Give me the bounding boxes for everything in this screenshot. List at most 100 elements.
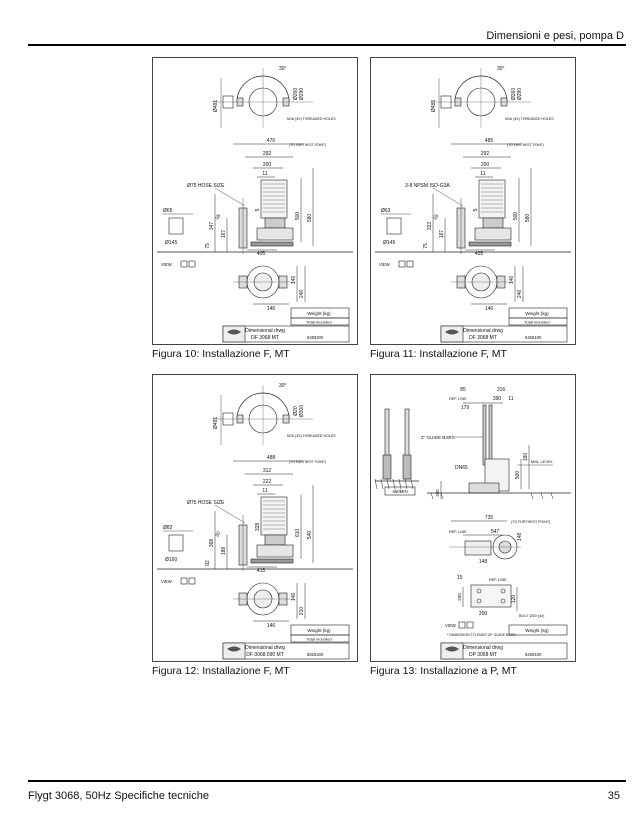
dimension-label: 328 — [255, 523, 261, 532]
diameter-label: Ø290 — [517, 88, 523, 100]
dimension-label: 390 — [493, 396, 502, 402]
min-level-label: MIN. LEVEL — [531, 459, 554, 464]
dimension-label: 148 — [479, 559, 488, 565]
dimension-label: 200 — [263, 162, 272, 168]
dimension-label: 476 — [267, 138, 276, 144]
dimension-label: 222 — [263, 479, 272, 485]
dimension-label: 180 — [523, 453, 529, 462]
dimension-label: 312 — [263, 468, 272, 474]
diameter-label: Ø20 — [293, 406, 299, 416]
dimension-label: 5 — [255, 208, 261, 211]
dimension-label: 15 — [457, 575, 463, 581]
flygt-logo-icon — [445, 329, 459, 335]
dimension-label: 75 — [423, 243, 429, 249]
guide-bars-label: 2" GUIDE BARS — [421, 435, 455, 440]
drawing-code-label: 6459100 — [525, 652, 542, 657]
hose-size-label: Ø75 HOSE SIZE — [187, 500, 225, 506]
total-mounted-label: Total mounted — [524, 320, 549, 325]
angle-label: 30° — [279, 66, 287, 72]
dimension-label: 210 — [299, 607, 305, 616]
diameter-label: Ø481 — [213, 100, 219, 112]
angle-label: 30° — [497, 66, 505, 72]
drawing-model-label: DF 3068.090 MT — [246, 652, 284, 658]
dimension-label: 11 — [262, 488, 267, 494]
dimension-label: 200 — [479, 611, 488, 617]
dimension-label: 368 — [209, 539, 215, 548]
dimension-label: 322 — [427, 222, 433, 231]
dimension-label: 246 — [299, 290, 305, 299]
drawing-model-label: DP 3068 MT — [469, 652, 497, 658]
dimension-label: 200 — [457, 593, 462, 601]
view-label: VIEW — [379, 262, 390, 267]
dimension-label: 316 — [497, 387, 506, 393]
dimension-label: 167 — [439, 230, 445, 239]
view-label: VIEW — [161, 262, 172, 267]
pipe-label: Ø65 — [163, 208, 173, 214]
dimension-label: 610 — [295, 529, 301, 538]
page-number: 35 — [607, 790, 620, 802]
furthest-note: (TO FURTHEST POINT) — [511, 520, 550, 524]
dimension-label: 735 — [485, 515, 494, 521]
weight-label: Weight (kg) — [525, 628, 549, 633]
dimension-label: 500 — [513, 212, 519, 221]
dimension-label: 5 — [473, 208, 479, 211]
dimension-label: 188 — [221, 547, 227, 556]
dimension-label: 500 — [295, 212, 301, 221]
diameter-label: Ø145 — [165, 240, 177, 246]
view-label: VIEW — [445, 623, 456, 628]
angle-label: 30° — [279, 383, 287, 389]
weight-label: Weight (kg) — [525, 311, 549, 316]
dimension-label: 405 — [475, 251, 484, 257]
weight-label: Weight (kg) — [307, 311, 331, 316]
dimension-label: 30 — [214, 530, 222, 538]
dimension-label: 580 — [525, 214, 531, 223]
hose-size-label: 3-8 NPSM ISO-G3A — [405, 183, 450, 189]
footer-title: Flygt 3068, 50Hz Specifiche tecniche — [28, 790, 209, 802]
dimension-label: 485 — [485, 138, 494, 144]
flygt-logo-icon — [227, 329, 241, 335]
dimension-label: 82 — [205, 560, 211, 566]
dimension-label: 120 — [511, 595, 517, 604]
dimension-label: 415 — [257, 568, 266, 574]
dimension-label: 246 — [517, 290, 523, 299]
drawing-code-label: 6459200 — [307, 335, 324, 340]
page-header-title: Dimensioni e pesi, pompa D — [486, 30, 624, 42]
dimension-label: 148 — [517, 533, 523, 542]
dimension-label: 11 — [508, 396, 513, 402]
dimension-note: * DIMENSION TO ENDS OF GUIDE BARS — [447, 633, 516, 637]
pipe-label: DN65 — [455, 465, 468, 471]
drawing-type-label: Dimensional drwg — [463, 328, 503, 334]
header-rule — [28, 44, 626, 46]
dimension-label: 500 — [515, 471, 521, 480]
furthest-note: (TO FURTHEST POINT) — [289, 460, 326, 464]
dimension-label: 18 — [432, 213, 440, 221]
dimension-label: 146 — [291, 593, 297, 602]
dimension-label: 292 — [263, 151, 272, 157]
figure-13-caption: Figura 13: Installazione a P, MT — [370, 665, 517, 677]
figure-10-caption: Figura 10: Installazione F, MT — [152, 348, 290, 360]
footer-rule — [28, 780, 626, 782]
threads-note: M16 (3X) THREADED HOLES — [287, 117, 336, 121]
dimension-label: 580 — [307, 214, 313, 223]
total-mounted-label: Total mounted — [306, 637, 331, 642]
reference-line-label: REF. LINE — [449, 530, 467, 534]
dimension-label: 146 — [485, 306, 494, 312]
diameter-label: Ø160 — [165, 557, 177, 563]
dimension-label: 540 — [307, 531, 313, 540]
dimension-label: 11 — [262, 171, 267, 177]
dimension-label: 146 — [267, 306, 276, 312]
dimension-label: 11 — [480, 171, 485, 177]
hose-size-label: Ø75 HOSE SIZE — [187, 183, 225, 189]
dimension-label: 488 — [267, 455, 276, 461]
diameter-label: Ø260 — [511, 88, 517, 100]
diameter-label: Ø485 — [431, 100, 437, 112]
reference-line-label: REF. LINE — [489, 578, 507, 582]
dimension-label: 179 — [461, 405, 470, 411]
dimension-label: 75 — [205, 243, 211, 249]
threads-note: M16 (3X) THREADED HOLES — [505, 117, 554, 121]
